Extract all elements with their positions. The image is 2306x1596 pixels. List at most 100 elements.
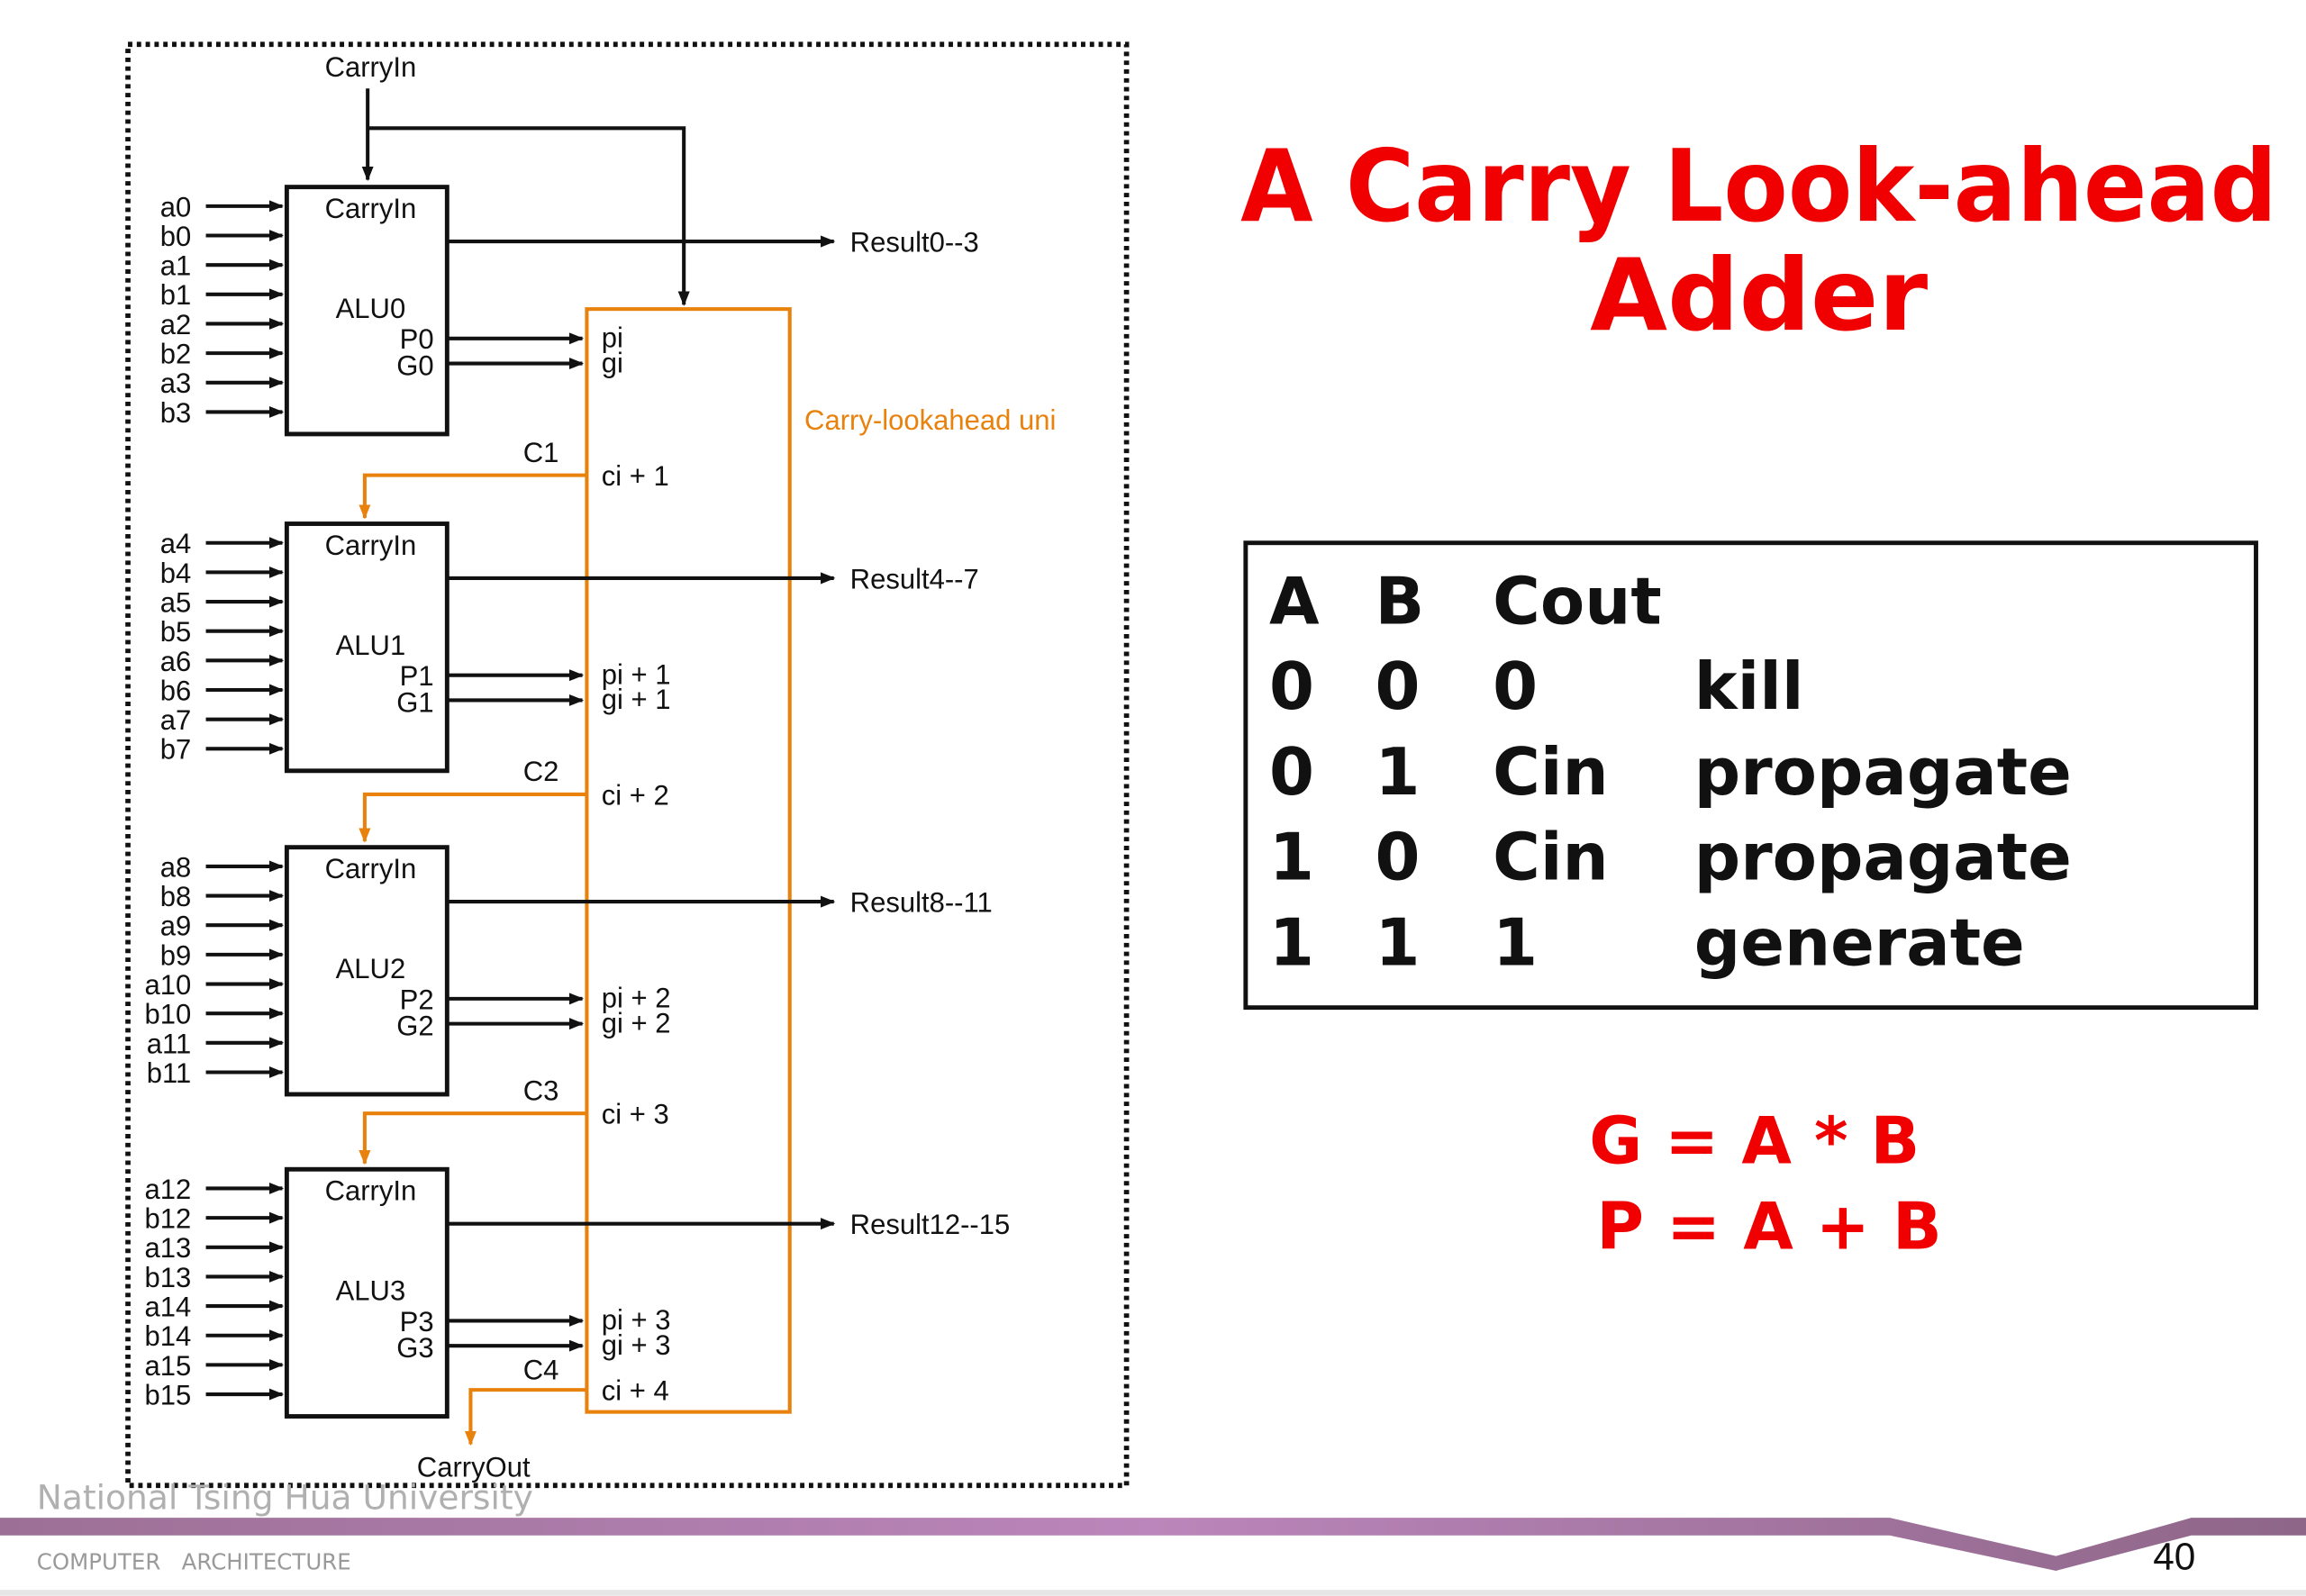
slide-title-line2: Adder bbox=[1590, 238, 1928, 354]
diagram-frame bbox=[125, 41, 1130, 1489]
input-b6-label: b6 bbox=[160, 675, 192, 706]
input-b12-label: b12 bbox=[144, 1203, 191, 1235]
cla-unit-label: Carry-lookahead uni bbox=[804, 404, 1056, 436]
carry-in-to-cla-wire bbox=[368, 126, 690, 306]
alu0-block bbox=[284, 185, 449, 437]
alu0-carry-in-label: CarryIn bbox=[325, 193, 417, 224]
truth-table-frame bbox=[1243, 540, 2258, 1011]
alu3-carry-in-label: CarryIn bbox=[325, 1175, 417, 1207]
table-header-0: A bbox=[1269, 564, 1320, 639]
input-a9-label: a9 bbox=[160, 911, 192, 942]
slide-title-line1: A Carry Look-ahead bbox=[1240, 129, 2277, 245]
input-b14-label: b14 bbox=[144, 1320, 191, 1352]
input-a0-label: a0 bbox=[160, 191, 192, 222]
alu3-result-label: Result12--15 bbox=[850, 1209, 1011, 1240]
alu1-g-label: G1 bbox=[396, 686, 433, 718]
input-b13-label: b13 bbox=[144, 1262, 191, 1293]
alu3-name: ALU3 bbox=[336, 1275, 406, 1307]
carry-c4-label: C4 bbox=[523, 1355, 559, 1386]
carry-in-label: CarryIn bbox=[325, 51, 417, 83]
alu2-p-label: P2 bbox=[400, 984, 434, 1015]
input-a4-label: a4 bbox=[160, 528, 192, 559]
input-a5-label: a5 bbox=[160, 586, 192, 618]
input-b15-label: b15 bbox=[144, 1379, 191, 1410]
table-cell-r3-c1: 1 bbox=[1375, 904, 1421, 980]
table-cell-r0-c2: 0 bbox=[1493, 648, 1538, 724]
alu2-result-label: Result8--11 bbox=[850, 887, 993, 919]
carry-c2-label: C2 bbox=[523, 756, 559, 787]
table-cell-r0-c3: kill bbox=[1694, 648, 1804, 724]
input-a1-label: a1 bbox=[160, 250, 192, 282]
alu3-block bbox=[284, 1166, 449, 1419]
input-b0-label: b0 bbox=[160, 221, 192, 252]
alu2-g-label: G2 bbox=[396, 1011, 433, 1042]
input-b4-label: b4 bbox=[160, 558, 192, 589]
table-cell-r1-c0: 0 bbox=[1269, 734, 1314, 810]
cla-pi-2-label: pi + 2 bbox=[602, 983, 671, 1014]
carry-out-wire bbox=[464, 1388, 587, 1446]
input-b2-label: b2 bbox=[160, 339, 192, 370]
cla-gi-2-label: gi + 2 bbox=[602, 1007, 671, 1038]
input-a10-label: a10 bbox=[144, 969, 191, 1001]
table-cell-r1-c2: Cin bbox=[1493, 734, 1608, 810]
cla-pi-0-label: pi bbox=[602, 322, 623, 354]
input-b3-label: b3 bbox=[160, 397, 192, 429]
input-a15-label: a15 bbox=[144, 1350, 191, 1382]
alu1-name: ALU1 bbox=[336, 630, 406, 661]
alu0-g-label: G0 bbox=[396, 350, 433, 382]
cla-gi-0-label: gi bbox=[602, 347, 623, 378]
input-b7-label: b7 bbox=[160, 734, 192, 766]
cla-ci-2-label: ci + 2 bbox=[602, 779, 669, 811]
carry-c1-wire bbox=[359, 473, 587, 520]
input-a8-label: a8 bbox=[160, 851, 192, 883]
input-a6-label: a6 bbox=[160, 646, 192, 677]
table-cell-r0-c1: 0 bbox=[1375, 648, 1421, 724]
page-number: 40 bbox=[2153, 1535, 2195, 1577]
table-cell-r0-c0: 0 bbox=[1269, 648, 1314, 724]
alu1-carry-in-label: CarryIn bbox=[325, 530, 417, 561]
input-a7-label: a7 bbox=[160, 704, 192, 736]
alu2-name: ALU2 bbox=[336, 953, 406, 984]
alu3-p-label: P3 bbox=[400, 1306, 434, 1338]
table-cell-r2-c2: Cin bbox=[1493, 820, 1608, 895]
input-a3-label: a3 bbox=[160, 367, 192, 399]
cla-gi-3-label: gi + 3 bbox=[602, 1329, 671, 1361]
alu1-p-label: P1 bbox=[400, 660, 434, 692]
cla-gi-1-label: gi + 1 bbox=[602, 684, 671, 715]
input-a13-label: a13 bbox=[144, 1232, 191, 1264]
carry-c2-wire bbox=[359, 792, 587, 843]
input-b9-label: b9 bbox=[160, 939, 192, 971]
formula-generate: G = A * B bbox=[1589, 1103, 1920, 1179]
cla-ci-1-label: ci + 1 bbox=[602, 460, 669, 492]
cla-pi-1-label: pi + 1 bbox=[602, 658, 671, 690]
table-cell-r1-c1: 1 bbox=[1375, 734, 1421, 810]
input-a11-label: a11 bbox=[147, 1028, 191, 1059]
cla-ci-3-label: ci + 3 bbox=[602, 1099, 669, 1130]
input-b8-label: b8 bbox=[160, 881, 192, 912]
alu1-result-label: Result4--7 bbox=[850, 563, 979, 594]
table-cell-r3-c0: 1 bbox=[1269, 904, 1314, 980]
alu2-block bbox=[284, 845, 449, 1097]
table-cell-r2-c3: propagate bbox=[1694, 820, 2072, 895]
cla-pi-3-label: pi + 3 bbox=[602, 1304, 671, 1336]
alu2-carry-in-label: CarryIn bbox=[325, 853, 417, 884]
table-header-1: B bbox=[1375, 564, 1425, 639]
alu0-result-label: Result0--3 bbox=[850, 226, 979, 258]
input-b5-label: b5 bbox=[160, 616, 192, 648]
bottom-edge bbox=[0, 1590, 2306, 1596]
footer-band bbox=[0, 1518, 2306, 1571]
alu0-name: ALU0 bbox=[336, 293, 406, 324]
input-a14-label: a14 bbox=[144, 1292, 191, 1323]
table-cell-r3-c3: generate bbox=[1694, 904, 2025, 980]
table-cell-r1-c3: propagate bbox=[1694, 734, 2072, 810]
table-header-2: Cout bbox=[1493, 564, 1662, 639]
carry-c3-wire bbox=[359, 1111, 587, 1165]
table-cell-r2-c1: 0 bbox=[1375, 820, 1421, 895]
input-b1-label: b1 bbox=[160, 279, 192, 311]
input-b10-label: b10 bbox=[144, 999, 191, 1030]
formula-propagate: P = A + B bbox=[1596, 1188, 1941, 1264]
input-a12-label: a12 bbox=[144, 1174, 191, 1205]
